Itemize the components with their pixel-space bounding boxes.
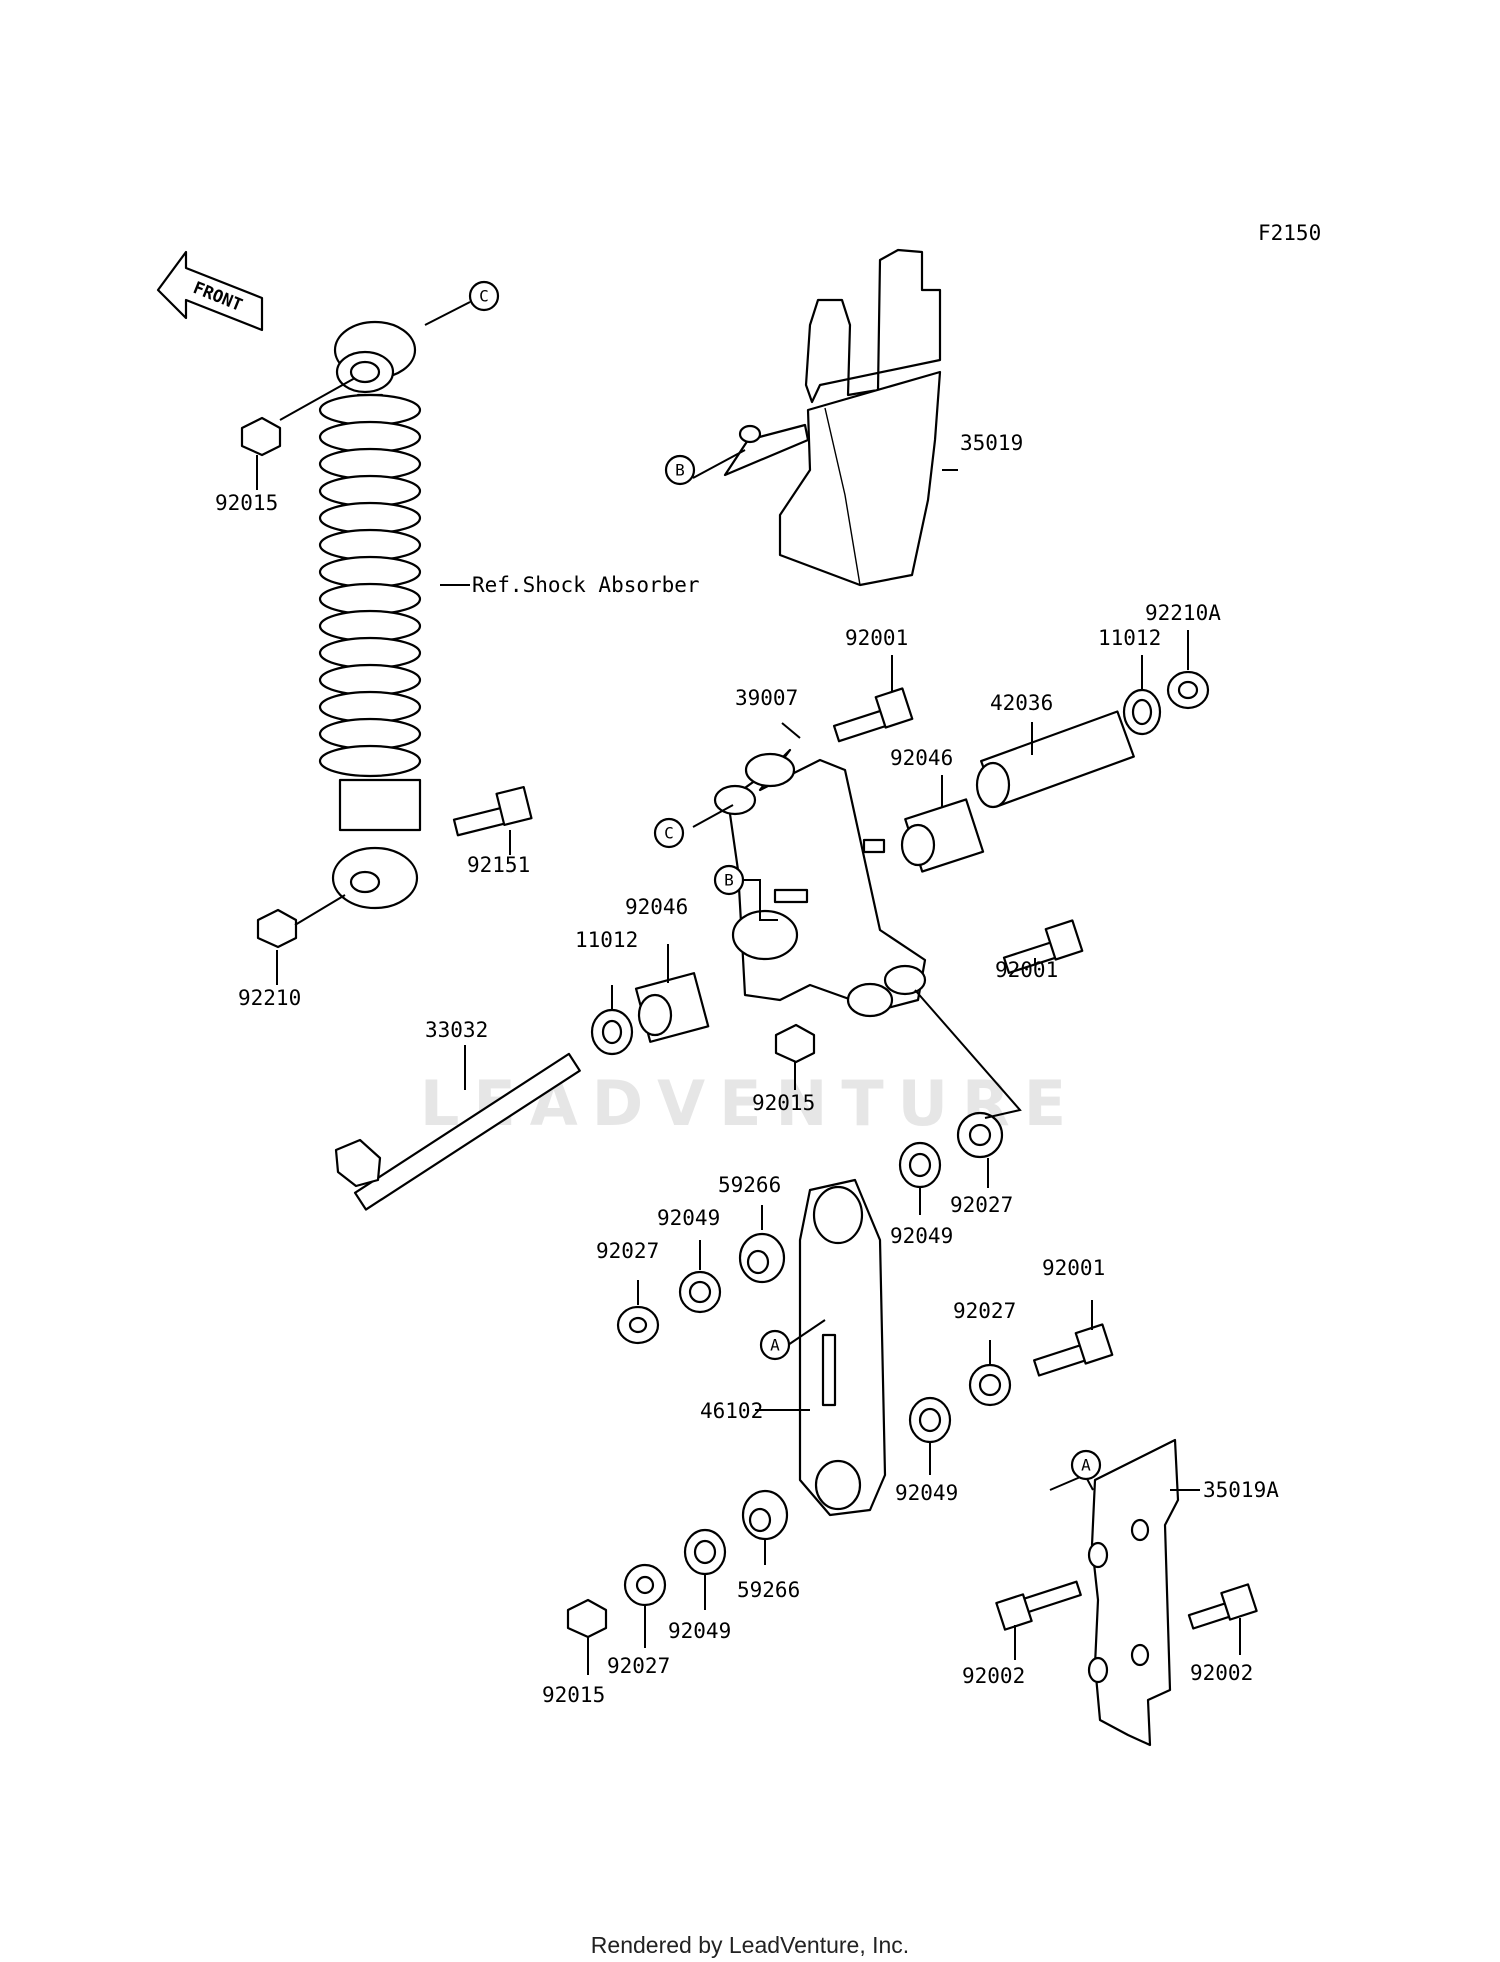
reference-label-shock-absorber: Ref.Shock Absorber [472,573,700,597]
part-number-92015-top[interactable]: 92015 [215,491,278,515]
part-number-92027-d[interactable]: 92027 [607,1654,670,1678]
washer-92027-lowrod-drawing [616,1305,660,1345]
spring-coil [318,717,422,751]
seal-11012-mid-drawing [590,1008,634,1056]
svg-text:A: A [770,1336,780,1355]
ref-letter-b-mid: B [713,864,745,896]
nut-92015-mid-drawing [774,1023,816,1064]
ref-letter-a-guard: A [1070,1449,1102,1481]
spring-coil [318,420,422,454]
washer-92049-a-drawing [678,1270,722,1314]
leader-lines [256,301,1241,1675]
part-number-92049-c[interactable]: 92049 [895,1481,958,1505]
part-number-92210A[interactable]: 92210A [1145,601,1221,625]
spring-coil [318,744,422,778]
spring-coil [318,528,422,562]
part-number-35019A[interactable]: 35019A [1203,1478,1279,1502]
spring-coil [318,447,422,481]
washer-92049-c-drawing [908,1396,952,1444]
washer-92027-b-drawing [956,1111,1004,1159]
svg-text:A: A [1081,1456,1091,1475]
part-number-92027-b[interactable]: 92027 [950,1193,1013,1217]
part-number-92015-bot[interactable]: 92015 [542,1683,605,1707]
bracket-35019-drawing [723,248,942,587]
bolt-92002-right-drawing [1187,1583,1258,1630]
washer-92027-d-drawing [623,1563,667,1607]
ref-letter-c-top: C [468,280,500,312]
bolt-92001-mid-drawing [1002,919,1084,974]
ref-letter-a-rod: A [759,1329,791,1361]
part-number-92001-mid[interactable]: 92001 [995,958,1058,982]
part-number-92002-right[interactable]: 92002 [1190,1661,1253,1685]
collar-59266-bot-drawing [741,1489,789,1541]
pipe-42036-drawing [975,710,1135,809]
spring-coil [318,690,422,724]
part-number-59266-top[interactable]: 59266 [718,1173,781,1197]
ref-letter-b-top: B [664,454,696,486]
spring-coil [318,636,422,670]
spring-coil [318,609,422,643]
part-number-11012-mid[interactable]: 11012 [575,928,638,952]
part-number-33032[interactable]: 33032 [425,1018,488,1042]
bolt-92001-top-drawing [832,687,914,743]
washer-92049-b-drawing [898,1141,942,1189]
part-number-92046-top[interactable]: 92046 [890,746,953,770]
rocker-arm-39007-drawing [713,748,927,1018]
part-number-92210[interactable]: 92210 [238,986,301,1010]
front-arrow-icon: FRONT [156,250,264,332]
spring-coil [318,582,422,616]
part-number-35019[interactable]: 35019 [960,431,1023,455]
collar-59266-top-drawing [738,1232,786,1284]
part-number-92015-mid[interactable]: 92015 [752,1091,815,1115]
collar-92046-mid-drawing [634,972,710,1043]
part-number-92046-mid[interactable]: 92046 [625,895,688,919]
spring-coil [318,474,422,508]
svg-text:C: C [664,824,674,843]
bolt-92002-left-drawing [995,1580,1082,1631]
nut-92210A-drawing [1166,670,1210,710]
nut-92210-drawing [256,908,298,949]
part-number-92049-a[interactable]: 92049 [657,1206,720,1230]
part-number-92001-top[interactable]: 92001 [845,626,908,650]
nut-92015-bot-drawing [566,1598,608,1639]
bolt-92001-low-drawing [1032,1323,1114,1377]
tie-rod-46102-drawing [798,1178,887,1517]
ref-letter-c-mid: C [653,817,685,849]
collar-92046-top-drawing [900,798,985,873]
part-number-46102[interactable]: 46102 [700,1399,763,1423]
washer-92049-d-drawing [683,1528,727,1576]
footer-credit: Rendered by LeadVenture, Inc. [590,1932,910,1958]
spring-coil [318,501,422,535]
spring-coil [318,555,422,589]
guard-35019A-drawing [1087,1438,1180,1747]
part-number-92001-low[interactable]: 92001 [1042,1256,1105,1280]
diagram-code: F2150 [1258,221,1321,245]
spring-coil [318,663,422,697]
part-number-92002-left[interactable]: 92002 [962,1664,1025,1688]
shaft-33032-drawing [334,1052,581,1211]
part-number-92049-d[interactable]: 92049 [668,1619,731,1643]
bolt-92151-drawing [452,785,533,837]
part-number-39007[interactable]: 39007 [735,686,798,710]
nut-92015-top-drawing [240,416,282,457]
svg-text:C: C [479,287,489,306]
part-number-92027-a[interactable]: 92027 [596,1239,659,1263]
part-number-42036[interactable]: 42036 [990,691,1053,715]
part-number-59266-bot[interactable]: 59266 [737,1578,800,1602]
part-number-92049-b[interactable]: 92049 [890,1224,953,1248]
svg-text:B: B [675,461,685,480]
part-number-92027-c[interactable]: 92027 [953,1299,1016,1323]
seal-11012-top-drawing [1122,688,1162,736]
part-number-11012-top[interactable]: 11012 [1098,626,1161,650]
washer-92027-c-drawing [968,1363,1012,1407]
svg-text:B: B [724,871,734,890]
part-number-92151[interactable]: 92151 [467,853,530,877]
spring-coil [318,393,422,427]
shock-absorber-drawing [318,320,422,910]
